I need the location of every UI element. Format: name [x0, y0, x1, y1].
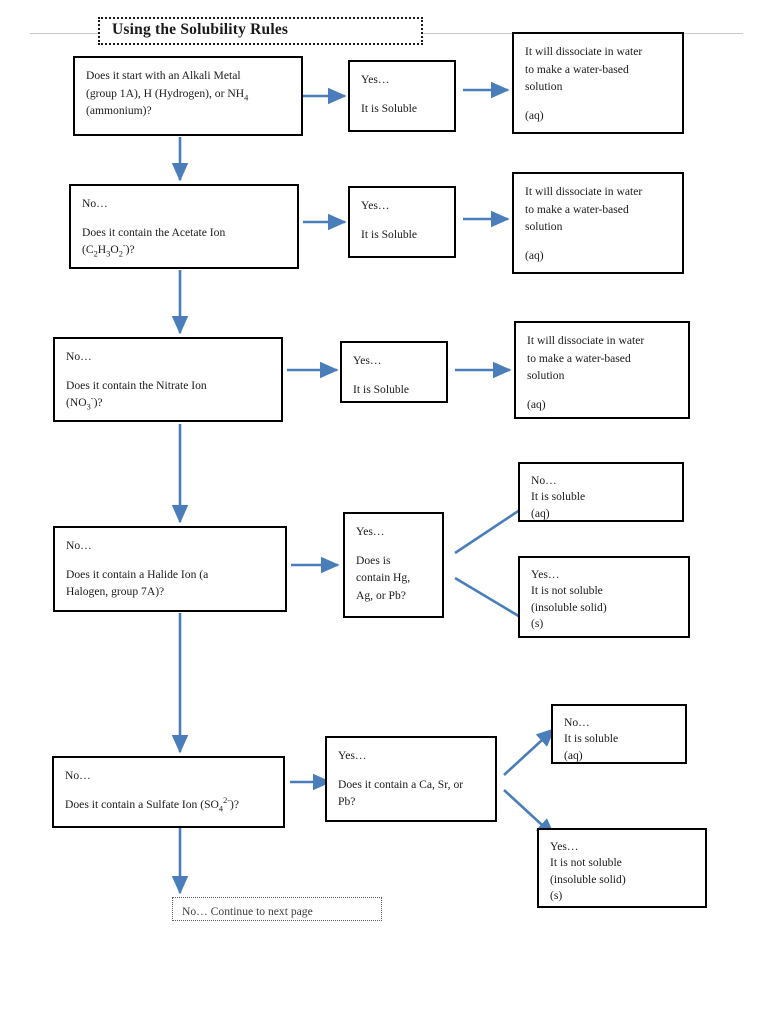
q3-yes-line1: Yes…	[353, 354, 382, 367]
q1-yes-line1: Yes…	[361, 73, 390, 86]
r4yes-line2: It is not soluble	[531, 584, 603, 598]
q1-yes-line2: It is Soluble	[361, 101, 418, 115]
result-halide-yes-insoluble[interactable]: Yes… It is not soluble (insoluble solid)…	[518, 556, 690, 638]
r5no-line2: It is soluble	[564, 732, 619, 746]
result-sulfate-yes-insoluble[interactable]: Yes… It is not soluble (insoluble solid)…	[537, 828, 707, 908]
spacer	[527, 385, 678, 396]
r4yes-line3: (insoluble solid)	[531, 600, 607, 614]
arrow-ca-no-to-soluble	[503, 727, 556, 776]
spacer	[525, 96, 672, 107]
spacer	[82, 213, 287, 224]
r4yes-line4: (s)	[531, 617, 544, 631]
q5-line1: No…	[65, 769, 91, 782]
q2-yes-line1: Yes…	[361, 199, 390, 212]
question-nitrate-ion[interactable]: No… Does it contain the Nitrate Ion (NO3…	[53, 337, 283, 422]
r2-line3: solution	[525, 220, 563, 234]
r5no-line1: No…	[564, 716, 590, 729]
q4-yes-line3: contain Hg,	[356, 571, 411, 585]
q1-line2: (group 1A), H (Hydrogen), or NH4	[86, 86, 249, 102]
q2-line3: (C2H3O2-)?	[82, 241, 135, 259]
spacer	[65, 785, 273, 796]
spacer	[361, 215, 444, 226]
answer-yes-soluble-1[interactable]: Yes… It is Soluble	[348, 60, 456, 132]
q4-line1: No…	[66, 539, 92, 552]
q3-line1: No…	[66, 350, 92, 363]
r5yes-line3: (insoluble solid)	[550, 872, 626, 886]
q4-yes-line4: Ag, or Pb?	[356, 588, 406, 602]
q1-line3: (ammonium)?	[86, 104, 152, 118]
q5-line2: Does it contain a Sulfate Ion (SO42-)?	[65, 795, 240, 813]
result-dissociate-1[interactable]: It will dissociate in water to make a wa…	[512, 32, 684, 134]
r3-line2: to make a water-based	[527, 351, 631, 365]
q2-yes-line2: It is Soluble	[361, 227, 418, 241]
q3-line2: Does it contain the Nitrate Ion	[66, 378, 207, 392]
r4no-line2: It is soluble	[531, 490, 586, 504]
q4-yes-line1: Yes…	[356, 525, 385, 538]
r3-line3: solution	[527, 369, 565, 383]
q2-line1: No…	[82, 197, 108, 210]
result-dissociate-3[interactable]: It will dissociate in water to make a wa…	[514, 321, 690, 419]
q3-yes-line2: It is Soluble	[353, 382, 410, 396]
r5yes-line1: Yes…	[550, 840, 579, 853]
q5-yes-line1: Yes…	[338, 749, 367, 762]
r2-line1: It will dissociate in water	[525, 185, 643, 198]
continue-label: No… Continue to next page	[182, 905, 313, 918]
r5yes-line4: (s)	[550, 889, 563, 903]
r1-line2: to make a water-based	[525, 62, 629, 76]
q4-yes-line2: Does is	[356, 553, 391, 567]
question-acetate-ion[interactable]: No… Does it contain the Acetate Ion (C2H…	[69, 184, 299, 269]
r2-line4: (aq)	[525, 248, 544, 262]
r4yes-line1: Yes…	[531, 568, 560, 581]
q4-line3: Halogen, group 7A)?	[66, 585, 165, 599]
r4no-line1: No…	[531, 474, 557, 487]
r5no-line3: (aq)	[564, 748, 583, 762]
spacer	[338, 765, 485, 776]
result-halide-no-soluble[interactable]: No… It is soluble (aq)	[518, 462, 684, 522]
title-border	[98, 17, 423, 45]
spacer	[356, 541, 432, 552]
answer-yes-soluble-2[interactable]: Yes… It is Soluble	[348, 186, 456, 258]
q2-line2: Does it contain the Acetate Ion	[82, 225, 226, 239]
spacer	[66, 555, 275, 566]
spacer	[361, 89, 444, 100]
q5-yes-line3: Pb?	[338, 795, 356, 809]
q4-line2: Does it contain a Halide Ion (a	[66, 567, 209, 581]
r4no-line3: (aq)	[531, 506, 550, 520]
question-hg-ag-pb[interactable]: Yes… Does is contain Hg, Ag, or Pb?	[343, 512, 444, 618]
answer-yes-soluble-3[interactable]: Yes… It is Soluble	[340, 341, 448, 403]
r2-line2: to make a water-based	[525, 202, 629, 216]
result-dissociate-2[interactable]: It will dissociate in water to make a wa…	[512, 172, 684, 274]
question-alkali-metal[interactable]: Does it start with an Alkali Metal (grou…	[73, 56, 303, 136]
header-rule-left	[30, 33, 100, 34]
question-sulfate-ion[interactable]: No… Does it contain a Sulfate Ion (SO42-…	[52, 756, 285, 828]
question-halide-ion[interactable]: No… Does it contain a Halide Ion (a Halo…	[53, 526, 287, 612]
r1-line4: (aq)	[525, 108, 544, 122]
r5yes-line2: It is not soluble	[550, 856, 622, 870]
r1-line1: It will dissociate in water	[525, 45, 643, 58]
page-title: Using the Solubility Rules	[112, 21, 289, 38]
r1-line3: solution	[525, 80, 563, 94]
spacer	[525, 236, 672, 247]
spacer	[353, 370, 436, 381]
q5-yes-line2: Does it contain a Ca, Sr, or	[338, 777, 464, 791]
question-ca-sr-pb[interactable]: Yes… Does it contain a Ca, Sr, or Pb?	[325, 736, 497, 822]
r3-line4: (aq)	[527, 397, 546, 411]
r3-line1: It will dissociate in water	[527, 334, 645, 347]
continue-next-page[interactable]: No… Continue to next page	[172, 897, 382, 921]
q1-line1: Does it start with an Alkali Metal	[86, 69, 241, 82]
result-sulfate-no-soluble[interactable]: No… It is soluble (aq)	[551, 704, 687, 764]
spacer	[66, 366, 271, 377]
q3-line3: (NO3-)?	[66, 394, 103, 412]
